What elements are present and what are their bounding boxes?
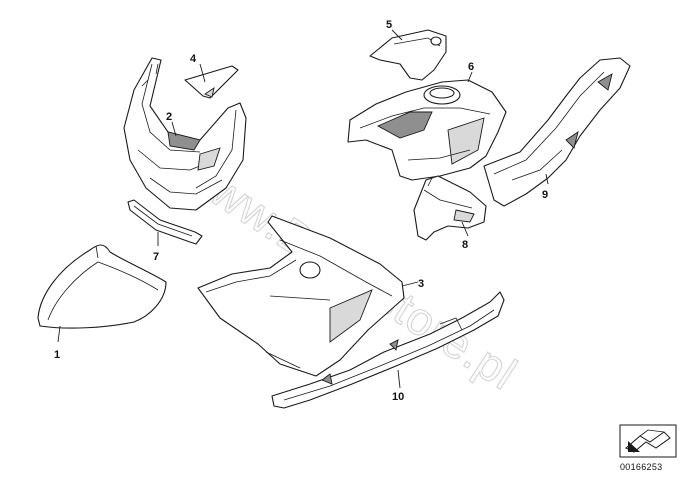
part-2-illustration [123,57,247,211]
part-9-illustration [483,57,631,207]
part-10-illustration [271,291,505,409]
leader-lines [57,29,549,389]
callout-7: 7 [153,251,159,263]
callout-5: 5 [386,19,392,31]
callout-8: 8 [462,239,468,251]
part-8-illustration [413,175,487,241]
callout-2: 2 [166,111,172,123]
part-5-illustration [369,29,447,81]
part-3-illustration [197,215,405,377]
callout-6: 6 [468,61,474,73]
arrow-symbol-icon [619,424,677,458]
document-number: 00166253 [620,462,663,472]
part-6-illustration [347,79,507,181]
part-4-illustration [184,65,239,99]
callout-1: 1 [54,349,60,361]
callout-3: 3 [418,278,424,290]
part-7-illustration [127,199,203,245]
callout-4: 4 [190,53,197,65]
callout-10: 10 [392,391,404,403]
callout-9: 9 [542,189,548,201]
part-1-illustration [37,244,167,329]
